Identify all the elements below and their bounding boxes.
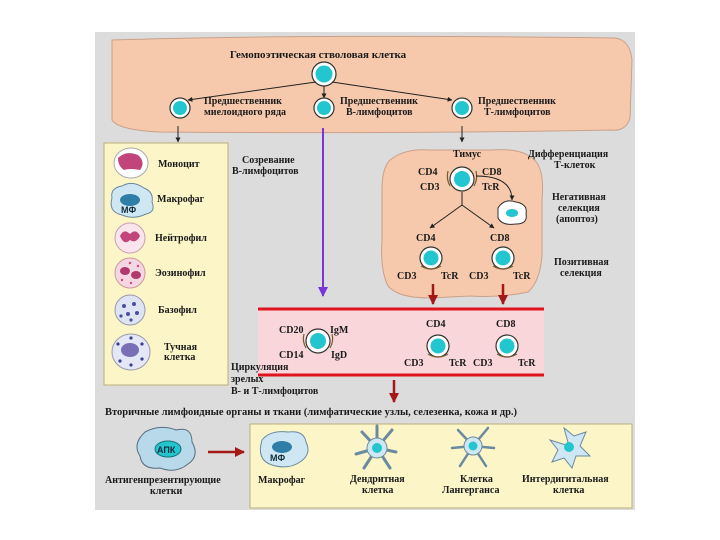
cd4-single-positive-thymocyte <box>419 246 443 270</box>
t-differentiation-label: Дифференциация Т-клеток <box>528 149 611 171</box>
macrophage-cell: МФ <box>110 182 154 218</box>
neutrophil-label: Нейтрофил <box>155 233 207 244</box>
b-lymphocyte-cell <box>302 328 334 354</box>
thymus-tcr-right: TcR <box>513 271 531 282</box>
myeloid-progenitor-cell <box>169 97 191 119</box>
circulation-label: Циркуляция зрелых В- и Т-лимфоцитов <box>231 362 319 397</box>
cd8-t-lymphocyte-cell <box>495 334 519 358</box>
circ-igd: IgD <box>331 350 347 361</box>
monocyte-label: Моноцит <box>158 159 200 170</box>
langerhans-cell-label: Клетка Лангерганса <box>442 474 500 496</box>
secondary-macrophage-label: Макрофаг <box>258 475 306 486</box>
neutrophil-cell <box>114 222 146 254</box>
circ-cd14: CD14 <box>279 350 303 361</box>
thymus-cd3-left: CD3 <box>397 271 416 282</box>
basophil-label: Базофил <box>158 305 197 316</box>
thymus-cd3-right: CD3 <box>469 271 488 282</box>
circ-tcr-right: TcR <box>518 358 536 369</box>
secondary-macrophage-cell: МФ <box>259 431 309 468</box>
secondary-organs-title: Вторичные лимфоидные органы и ткани (лим… <box>105 407 518 418</box>
mast-cell-label: Тучная клетка <box>164 342 199 363</box>
t-progenitor-label: Предшественник Т-лимфоцитов <box>478 96 558 118</box>
myeloid-progenitor-label: Предшественник миелоидного ряда <box>204 96 286 118</box>
dendritic-cell-label: Дендритная клетка <box>350 474 407 496</box>
interdigitating-cell-label: Интердигитальная клетка <box>522 474 611 496</box>
circ-cd20: CD20 <box>279 325 303 336</box>
eosinophil-label: Эозинофил <box>155 268 206 279</box>
thymus-cd3: CD3 <box>420 182 439 193</box>
eosinophil-cell <box>114 257 146 289</box>
cd8-single-positive-thymocyte <box>491 246 515 270</box>
thymus-title: Тимус <box>453 149 482 160</box>
b-maturation-label: Созревание В-лимфоцитов <box>232 155 299 177</box>
thymus-cd8: CD8 <box>482 167 501 178</box>
circ-cd8: CD8 <box>496 319 515 330</box>
macrophage-badge: МФ <box>121 205 136 215</box>
thymus-cd4: CD4 <box>418 167 437 178</box>
circ-cd3-left: CD3 <box>404 358 423 369</box>
circ-cd3-right: CD3 <box>473 358 492 369</box>
t-progenitor-cell <box>451 97 473 119</box>
basophil-cell <box>114 294 146 326</box>
negative-selection-label: Негативная селекция (апоптоз) <box>552 192 608 225</box>
dendritic-cell <box>354 424 398 470</box>
b-progenitor-label: Предшественник В-лимфоцитов <box>340 96 420 118</box>
interdigitating-cell <box>548 426 592 470</box>
apc-cell: АПК <box>136 426 196 471</box>
monocyte-cell <box>113 147 149 179</box>
cd4-t-lymphocyte-cell <box>426 334 450 358</box>
langerhans-cell <box>450 426 496 468</box>
circ-tcr-left: TcR <box>449 358 467 369</box>
stem-cell <box>311 61 337 87</box>
circ-igm: IgM <box>330 325 349 336</box>
stem-cell-title: Гемопоэтическая стволовая клетка <box>230 49 407 61</box>
mast-cell <box>111 333 151 371</box>
stem-cell-band <box>111 35 633 134</box>
thymus-tcr: TcR <box>482 182 500 193</box>
thymus-cd4-single: CD4 <box>416 233 435 244</box>
apoptotic-cell <box>497 200 527 225</box>
thymus-tcr-left: TcR <box>441 271 459 282</box>
apc-label: Антигенпрезентирующие клетки <box>105 475 223 497</box>
b-progenitor-cell <box>313 97 335 119</box>
apc-badge: АПК <box>157 445 176 455</box>
secondary-macrophage-badge: МФ <box>270 453 285 463</box>
macrophage-label: Макрофаг <box>157 194 205 205</box>
double-positive-thymocyte <box>446 166 478 192</box>
thymus-cd8-single: CD8 <box>490 233 509 244</box>
circ-cd4: CD4 <box>426 319 445 330</box>
positive-selection-label: Позитивная селекция <box>554 257 611 279</box>
